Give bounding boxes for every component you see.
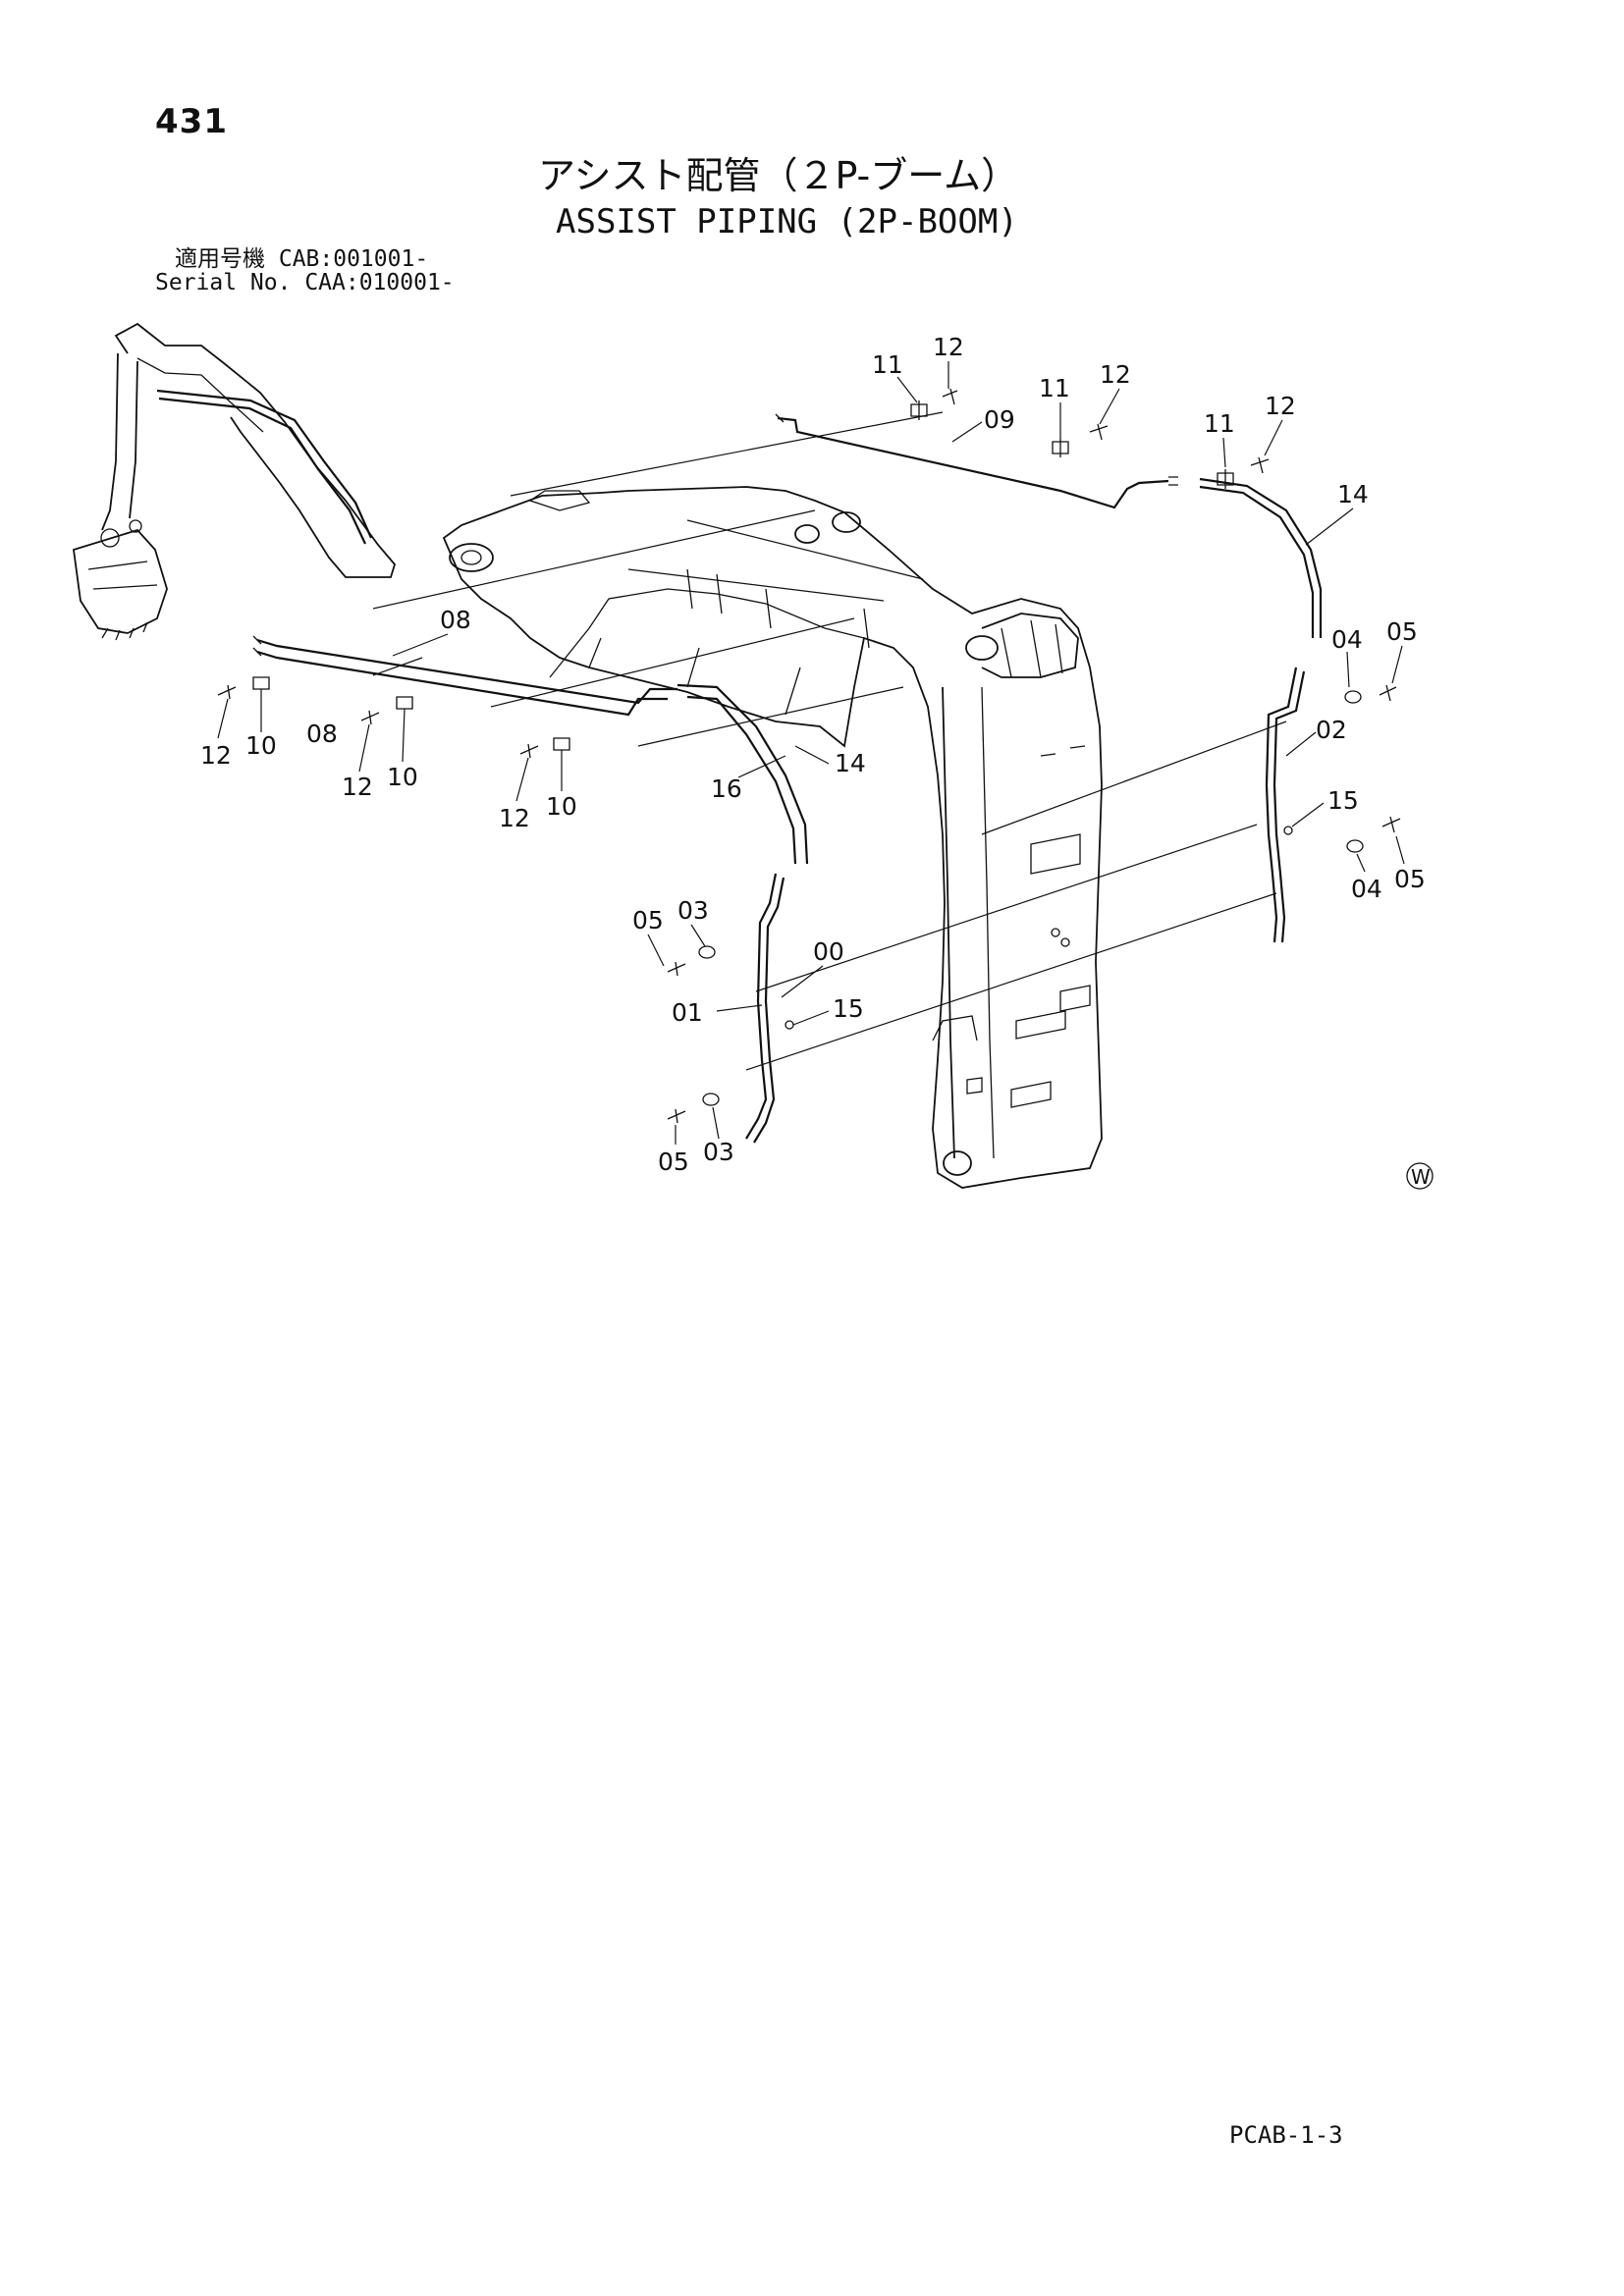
svg-text:W: W [1411, 1165, 1431, 1189]
page-number: 431 [155, 102, 228, 141]
callout-label: 00 [813, 937, 844, 966]
callout-label: 12 [499, 804, 530, 832]
callout-label: 12 [1265, 392, 1296, 420]
callout-label: 14 [835, 749, 866, 777]
serial-applicability-line-1: 適用号機 CAB:001001- [175, 246, 429, 272]
page-title-japanese: アシスト配管（２P-ブーム） [538, 154, 1019, 197]
boom-main-drawing [442, 486, 1103, 1189]
callout-label: 16 [711, 774, 742, 803]
callout-label: 02 [1316, 716, 1347, 744]
callout-label: 15 [833, 994, 864, 1023]
callout-label: 04 [1351, 875, 1382, 903]
excavator-inset-drawing [73, 322, 397, 641]
callout-label: 03 [703, 1138, 734, 1166]
callout-label: 05 [632, 906, 664, 934]
callout-label: 09 [984, 405, 1015, 434]
pipe-14-upper [1199, 477, 1323, 638]
callout-label: 08 [440, 606, 471, 634]
callout-label: 12 [1100, 360, 1131, 389]
callout-label: 12 [200, 741, 232, 770]
serial-applicability-line-2: Serial No. CAA:010001- [155, 270, 455, 295]
callout-label: 14 [1337, 480, 1369, 508]
pipe-09 [775, 413, 1178, 509]
callout-label: 04 [1331, 625, 1363, 654]
callout-label: 03 [677, 896, 709, 925]
footer-page-code: PCAB-1-3 [1229, 2121, 1343, 2149]
hardware-parts [217, 388, 1401, 1124]
callout-label: 12 [342, 773, 373, 801]
callout-label: 05 [1394, 865, 1426, 893]
callout-label: 11 [1039, 374, 1070, 402]
callout-label: 01 [672, 998, 703, 1027]
callout-label: 10 [546, 792, 577, 821]
callout-label: 12 [933, 333, 964, 361]
callout-labels: 11 12 09 11 12 11 12 14 08 08 12 10 12 1… [200, 333, 1426, 1176]
callout-label: 10 [245, 731, 277, 760]
callout-label: 11 [872, 350, 903, 379]
callout-label: 05 [658, 1148, 689, 1176]
callout-label: 15 [1327, 786, 1359, 815]
pipe-08 [252, 635, 677, 717]
page-title-english: ASSIST PIPING (2P-BOOM) [556, 202, 1018, 241]
callout-label: 05 [1386, 617, 1418, 646]
callout-leaders [217, 361, 1405, 1145]
callout-label: 08 [306, 720, 338, 748]
pipe-02 [1265, 667, 1306, 943]
callout-label: 10 [387, 763, 418, 791]
circled-w-mark: W [1406, 1162, 1434, 1190]
callout-label: 11 [1204, 409, 1235, 438]
pipe-01 [745, 873, 785, 1144]
pipe-16 [677, 683, 809, 865]
assembly-leader-lines [372, 411, 1287, 1071]
assist-piping-diagram: 11 12 09 11 12 11 12 14 08 08 12 10 12 1… [73, 322, 1434, 1190]
